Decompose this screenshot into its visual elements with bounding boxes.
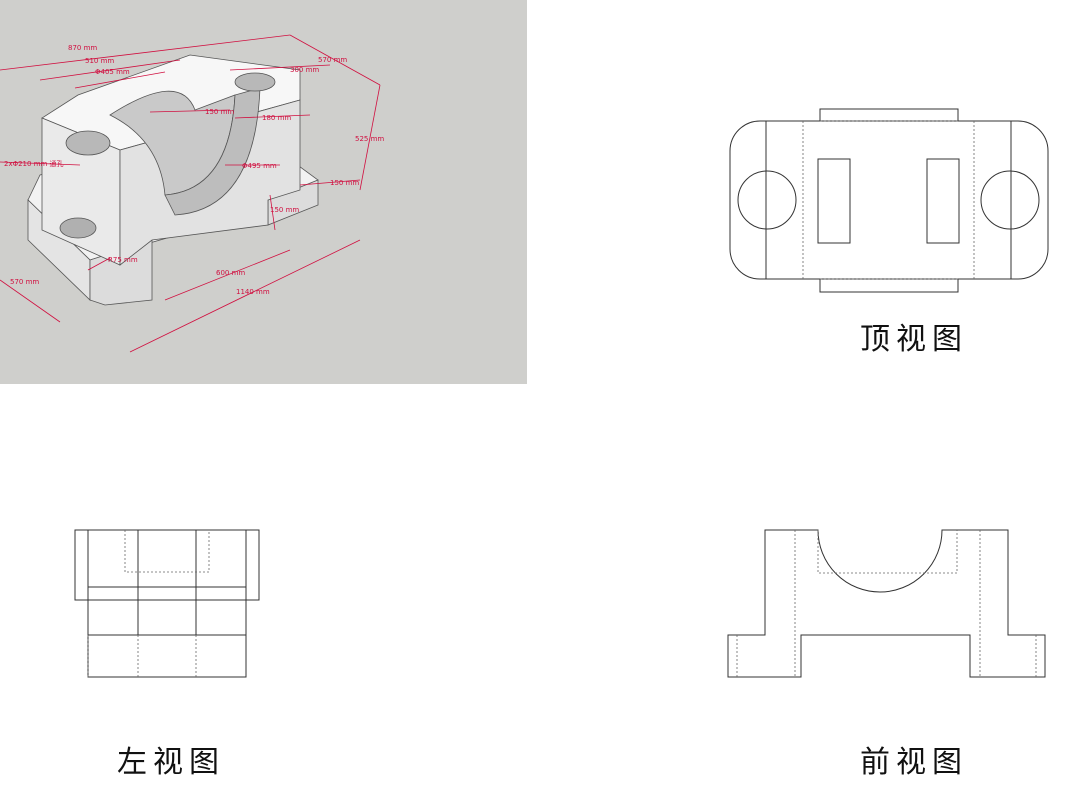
front-view-label: 前视图 — [860, 745, 968, 780]
hole-right-top — [234, 72, 276, 92]
hole-left-top — [65, 130, 111, 156]
left-view-lower — [87, 586, 247, 678]
front-view-drawing — [727, 529, 1046, 678]
hole-left-bottom — [59, 217, 97, 239]
dim-r75: R75 mm — [108, 256, 138, 264]
dimension-lines — [0, 34, 381, 353]
top-view-slot-left — [817, 158, 851, 244]
dim-1140: 1140 mm — [236, 288, 270, 296]
dim-495: Φ495 mm — [242, 162, 277, 170]
top-view-boss-top — [819, 108, 959, 122]
top-view-label: 顶视图 — [860, 322, 968, 357]
left-view-upper — [74, 529, 260, 601]
dim-600: 600 mm — [216, 269, 245, 277]
dim-150-top: 150 mm — [205, 108, 234, 116]
top-view-outline — [729, 120, 1049, 280]
dim-525: 525 mm — [355, 135, 384, 143]
top-view-drawing — [729, 108, 1049, 293]
left-view-drawing — [74, 529, 260, 678]
dim-210-holes: 2xΦ210 mm 通孔 — [4, 159, 64, 168]
dim-405: Φ405 mm — [95, 68, 130, 76]
dim-570-left: 570 mm — [10, 278, 39, 286]
dim-870: 870 mm — [68, 44, 97, 52]
dim-150-base: 150 mm — [270, 206, 299, 214]
isometric-model-view: 870 mm 510 mm Φ405 mm 300 mm 570 mm 150 … — [0, 0, 527, 384]
left-view-label: 左视图 — [117, 745, 225, 780]
dim-180: 180 mm — [262, 114, 291, 122]
top-view-slot-right — [926, 158, 960, 244]
top-view-boss-bottom — [819, 278, 959, 293]
isometric-drawing: 870 mm 510 mm Φ405 mm 300 mm 570 mm 150 … — [0, 34, 384, 353]
dim-570-top: 570 mm — [318, 56, 347, 64]
dim-510: 510 mm — [85, 57, 114, 65]
dim-150-right: 150 mm — [330, 179, 359, 187]
top-view-hole-left — [737, 170, 797, 230]
front-view-outline — [727, 529, 1046, 678]
dim-300: 300 mm — [290, 66, 319, 74]
top-view-hole-right — [980, 170, 1040, 230]
